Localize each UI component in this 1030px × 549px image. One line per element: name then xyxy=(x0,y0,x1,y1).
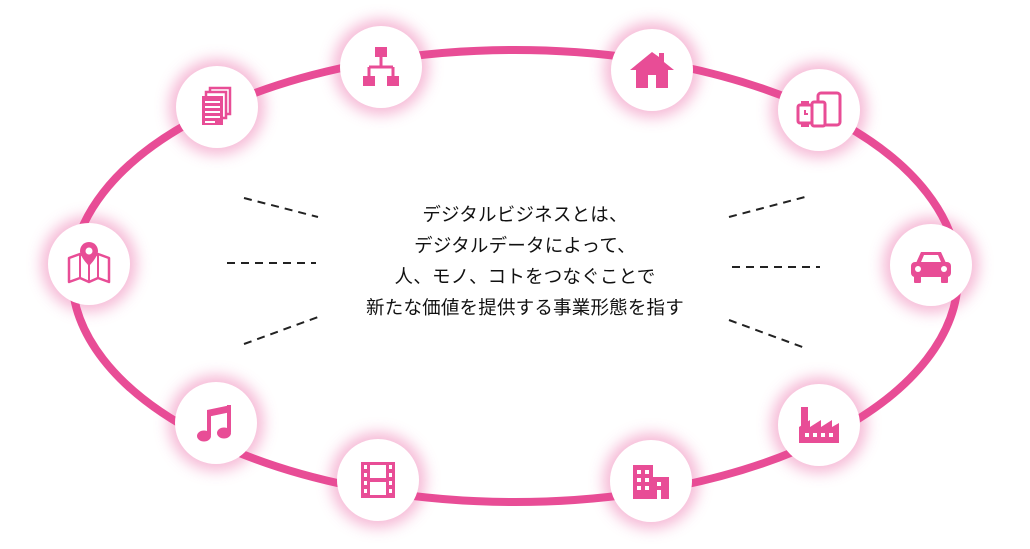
node-factory xyxy=(778,384,860,466)
house-icon xyxy=(630,52,674,88)
dash-line-right-bottom xyxy=(728,319,806,349)
hierarchy-icon xyxy=(363,47,399,86)
dash-line-right-top xyxy=(728,196,806,218)
car-icon xyxy=(911,252,951,283)
node-map xyxy=(48,223,130,305)
node-documents xyxy=(176,66,258,148)
node-hierarchy xyxy=(340,26,422,108)
definition-line-2: デジタルデータによって、 xyxy=(414,236,636,257)
factory-icon xyxy=(799,407,839,443)
node-building xyxy=(610,440,692,522)
node-car xyxy=(890,224,972,306)
node-devices xyxy=(778,69,860,151)
dash-line-left-bottom xyxy=(243,316,319,345)
building-icon xyxy=(633,465,669,499)
definition-text: デジタルビジネスとは、 デジタルデータによって、 人、モノ、コトをつなぐことで … xyxy=(310,200,740,324)
map-pin-icon xyxy=(67,242,111,284)
definition-line-4: 新たな価値を提供する事業形態を指す xyxy=(366,298,684,319)
node-house xyxy=(611,29,693,111)
node-music xyxy=(175,382,257,464)
devices-icon xyxy=(796,91,842,128)
node-film xyxy=(337,439,419,521)
music-note-icon xyxy=(197,405,231,442)
definition-line-1: デジタルビジネスとは、 xyxy=(422,205,628,226)
documents-icon xyxy=(202,86,232,125)
definition-line-3: 人、モノ、コトをつなぐことで xyxy=(394,267,656,288)
film-icon xyxy=(361,462,395,498)
dash-line-left-top xyxy=(243,197,319,218)
dash-lines xyxy=(227,196,820,349)
